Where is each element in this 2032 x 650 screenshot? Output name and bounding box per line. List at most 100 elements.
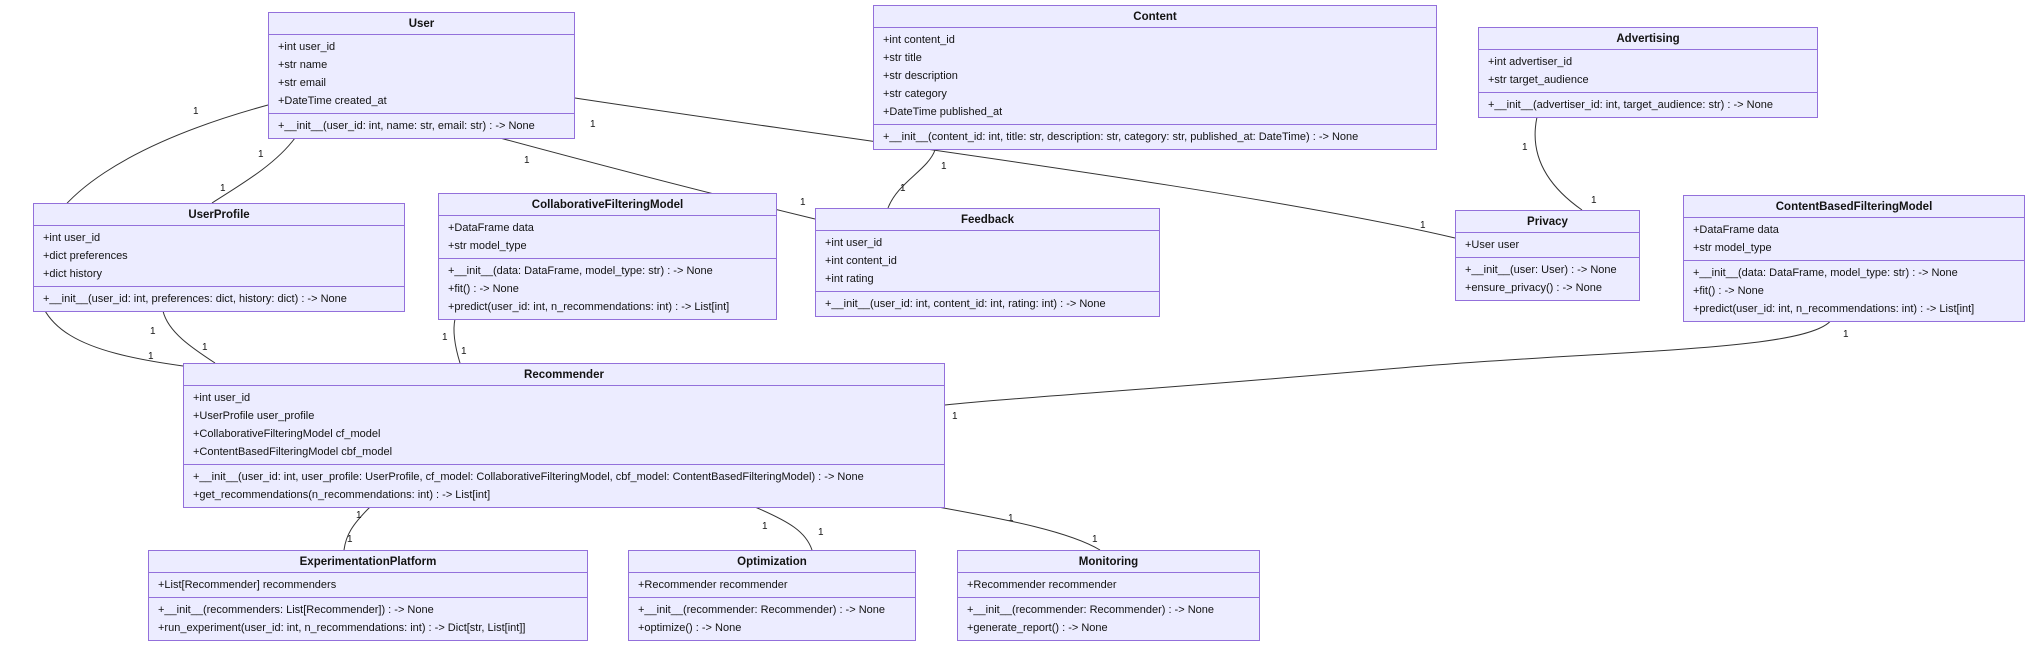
class-title: Privacy	[1527, 216, 1568, 228]
class-method: +__init__(user_id: int, content_id: int,…	[825, 298, 1106, 310]
class-title: ContentBasedFilteringModel	[1775, 201, 1933, 213]
class-attribute: +str model_type	[1693, 242, 1772, 254]
class-method: +generate_report() : -> None	[967, 622, 1108, 634]
class-box-UserProfile: UserProfile +int user_id +dict preferences…	[33, 203, 405, 312]
class-method: +fit() : -> None	[448, 283, 519, 295]
multiplicity-label: 1	[590, 119, 596, 130]
multiplicity-label: 1	[442, 332, 448, 343]
methods-section: +__init__(advertiser_id: int, target_aud…	[1479, 92, 1817, 117]
multiplicity-label: 1	[1420, 220, 1426, 231]
multiplicity-label: 1	[1591, 195, 1597, 206]
class-box-Advertising: Advertising +int advertiser_id +str target…	[1478, 27, 1818, 118]
class-box-Content: Content +int content_id +str title +str des…	[873, 5, 1437, 150]
class-box-Feedback: Feedback +int user_id+int content_id+int …	[815, 208, 1160, 317]
methods-section: +__init__(user: User) : -> None +ensure_p…	[1456, 257, 1639, 300]
multiplicity-label: 1	[941, 161, 947, 172]
multiplicity-label: 1	[193, 106, 199, 117]
class-attribute: +dict history	[43, 268, 102, 280]
class-box-Monitoring: Monitoring +Recommender recommender +__ini…	[957, 550, 1260, 641]
methods-section: +__init__(data: DataFrame, model_type: s…	[439, 258, 776, 319]
class-attribute: +DateTime created_at	[278, 95, 387, 107]
class-attribute: +DataFrame data	[448, 222, 534, 234]
class-attribute: +DateTime published_at	[883, 106, 1003, 118]
class-title: Content	[1133, 11, 1177, 23]
class-method: +__init__(user_id: int, preferences: dic…	[43, 293, 347, 305]
class-title: Feedback	[960, 214, 1015, 226]
multiplicity-label: 1	[952, 411, 958, 422]
class-attribute: +User user	[1465, 239, 1520, 251]
class-attribute: +str title	[883, 52, 922, 64]
class-attribute: +int advertiser_id	[1488, 56, 1573, 68]
class-attribute: +str category	[883, 88, 947, 100]
class-method: +__init__(user_id: int, name: str, email…	[278, 120, 535, 132]
class-attribute: +str description	[883, 70, 958, 82]
class-method: +run_experiment(user_id: int, n_recommen…	[158, 622, 526, 634]
class-box-Recommender: Recommender+int user_id+UserProfile user…	[183, 363, 945, 508]
relationship-line-Content-Feedback	[887, 149, 936, 209]
class-method: +ensure_privacy() : -> None	[1465, 282, 1602, 294]
class-method: +__init__(user: User) : -> None	[1465, 264, 1617, 276]
methods-section: +__init__(recommenders: List[Recommender…	[149, 597, 587, 640]
class-title: User	[408, 18, 435, 30]
class-title: Monitoring	[1078, 556, 1139, 568]
class-attribute: +int content_id	[883, 34, 955, 46]
class-method: +__init__(user_id: int, user_profile: Us…	[193, 471, 864, 483]
class-box-ContentBasedFilteringModel: ContentBasedFilteringModel +DataFrame dat…	[1683, 195, 2025, 322]
relationship-line-Recommender-Monitoring	[937, 506, 1101, 551]
attributes-section: +int user_id+UserProfile user_profile+Co…	[184, 385, 944, 464]
attributes-section: +DataFrame data +str model_type	[439, 215, 776, 258]
class-box-ExperimentationPlatform: ExperimentationPlatform +List[Recommender…	[148, 550, 588, 641]
methods-section: +__init__(user_id: int, content_id: int,…	[816, 291, 1159, 316]
relationship-line-CollaborativeFilteringModel-Recommender	[453, 318, 461, 364]
methods-section: +__init__(recommender: Recommender) : ->…	[629, 597, 915, 640]
class-method: +fit() : -> None	[1693, 285, 1764, 297]
relationship-line-ContentBasedFilteringModel-Recommender	[944, 318, 1833, 406]
class-title: Optimization	[737, 556, 807, 568]
class-title: ExperimentationPlatform	[299, 556, 437, 568]
class-attribute: +Recommender recommender	[638, 579, 788, 591]
multiplicity-label: 1	[356, 510, 362, 521]
methods-section: +__init__(user_id: int, name: str, email…	[269, 113, 574, 138]
attributes-section: +User user	[1456, 232, 1639, 257]
relationship-line-User-UserProfile	[211, 137, 296, 204]
class-title: Advertising	[1616, 33, 1680, 45]
methods-section: +__init__(data: DataFrame, model_type: s…	[1684, 260, 2024, 321]
multiplicity-label: 1	[220, 183, 226, 194]
class-attribute: +str target_audience	[1488, 74, 1589, 86]
relationship-line-UserProfile-Recommender	[162, 310, 216, 364]
attributes-section: +List[Recommender] recommenders	[149, 572, 587, 597]
multiplicity-label: 1	[900, 183, 906, 194]
class-method: +predict(user_id: int, n_recommendations…	[1693, 303, 1975, 315]
class-attribute: +str model_type	[448, 240, 527, 252]
relationship-line-User-Privacy	[574, 97, 1456, 239]
class-attribute: +DataFrame data	[1693, 224, 1779, 236]
relationship-line-Advertising-Privacy	[1534, 116, 1583, 211]
class-box-Optimization: Optimization +Recommender recommender +__i…	[628, 550, 916, 641]
class-title: CollaborativeFilteringModel	[531, 199, 684, 211]
class-method: +__init__(content_id: int, title: str, d…	[883, 131, 1359, 143]
class-method: +__init__(data: DataFrame, model_type: s…	[1693, 267, 1958, 279]
class-title: UserProfile	[188, 209, 250, 221]
class-method: +__init__(recommender: Recommender) : ->…	[638, 604, 886, 616]
class-method: +get_recommendations(n_recommendations: …	[193, 489, 491, 501]
class-method: +__init__(recommender: Recommender) : ->…	[967, 604, 1215, 616]
class-attribute: +CollaborativeFilteringModel cf_model	[193, 428, 381, 440]
class-attribute: +int user_id	[43, 232, 101, 244]
class-attribute: +str email	[278, 77, 326, 89]
multiplicity-label: 1	[524, 155, 530, 166]
class-method: +optimize() : -> None	[638, 622, 742, 634]
multiplicity-label: 1	[202, 342, 208, 353]
multiplicity-label: 1	[1008, 513, 1014, 524]
multiplicity-label: 1	[1522, 142, 1528, 153]
class-method: +__init__(recommenders: List[Recommender…	[158, 604, 434, 616]
class-box-Privacy: Privacy +User user +__init__(user: User) :…	[1455, 210, 1640, 301]
attributes-section: +int user_id+str name+str email+DateTime…	[269, 34, 574, 113]
class-attribute: +int rating	[825, 273, 874, 285]
attributes-section: +int user_id+int content_id+int rating	[816, 230, 1159, 291]
class-attribute: +dict preferences	[43, 250, 128, 262]
class-attribute: +Recommender recommender	[967, 579, 1117, 591]
multiplicity-label: 1	[461, 346, 467, 357]
attributes-section: +int user_id +dict preferences +dict histo…	[34, 225, 404, 286]
class-method: +predict(user_id: int, n_recommendations…	[448, 301, 730, 313]
